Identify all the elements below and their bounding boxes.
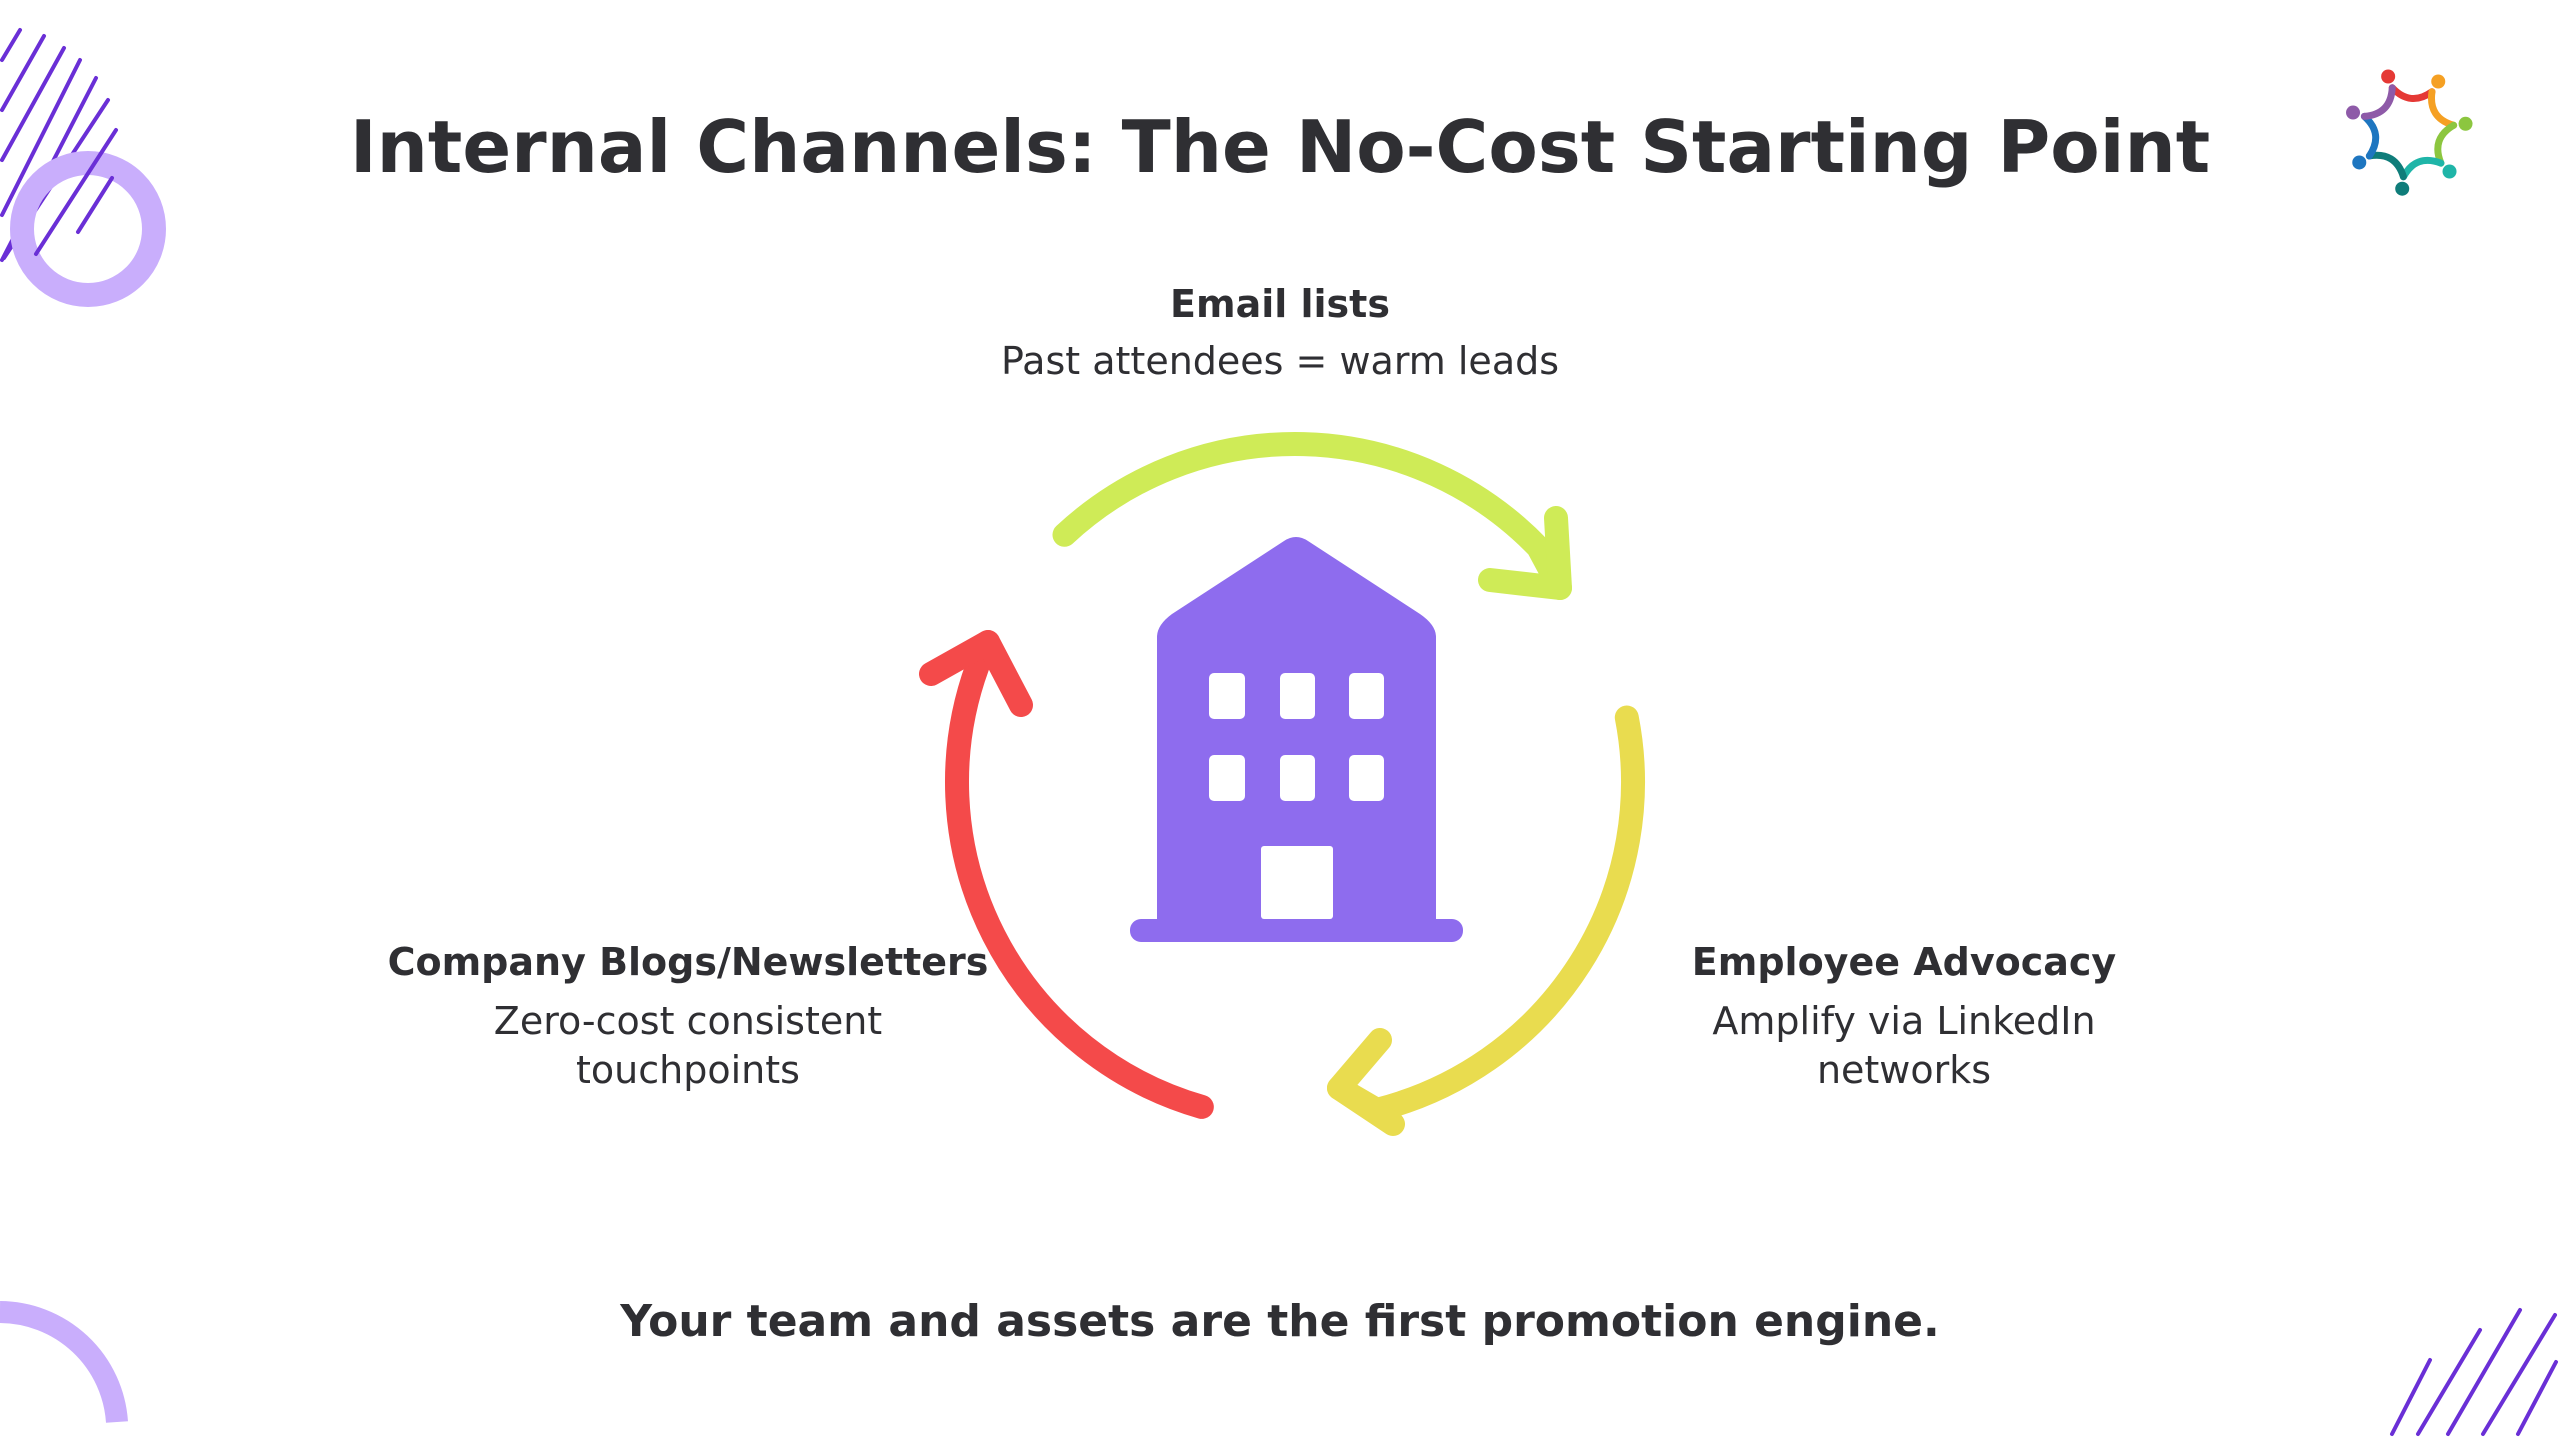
building-icon — [1130, 537, 1463, 942]
decor-stripes-bottom-right — [2390, 1308, 2558, 1436]
node-description-line-1: Zero-cost consistent — [493, 999, 883, 1043]
node-description-line-2: networks — [1816, 1048, 1992, 1092]
arrow-email-to-advocacy — [1052, 432, 1572, 600]
arrowhead-icon — [919, 630, 1033, 717]
arrow-blogs-to-email — [919, 630, 1214, 1119]
node-description-line-1: Amplify via LinkedIn — [1712, 999, 2096, 1043]
decor-stripe — [2416, 1328, 2482, 1436]
arrowhead-icon — [1327, 1028, 1405, 1136]
node-heading: Employee Advocacy — [1691, 940, 2117, 984]
decor-stripe — [2446, 1308, 2522, 1436]
cycle-node-email-lists: Email lists Past attendees = warm leads — [780, 280, 1780, 386]
decor-stripe — [0, 46, 66, 162]
decor-stripe — [2390, 1358, 2432, 1436]
decor-stripe — [0, 28, 22, 62]
footer-tagline: Your team and assets are the first promo… — [620, 1296, 1940, 1347]
decor-stripe — [34, 128, 118, 256]
decor-stripe — [0, 58, 82, 217]
cycle-node-company-blogs: Company Blogs/Newsletters Zero-cost cons… — [288, 938, 1088, 1095]
arrowhead-icon — [1478, 506, 1572, 600]
cycle-node-employee-advocacy: Employee Advocacy Amplify via LinkedIn n… — [1504, 938, 2304, 1095]
node-heading: Email lists — [1170, 282, 1390, 326]
page-title: Internal Channels: The No-Cost Starting … — [349, 105, 2211, 189]
decor-stripe — [2516, 1360, 2558, 1436]
arrow-advocacy-to-blogs — [1327, 705, 1645, 1136]
node-heading: Company Blogs/Newsletters — [387, 940, 989, 984]
decor-stripe — [2481, 1313, 2557, 1436]
logo-person — [2346, 84, 2396, 120]
decor-stripe — [0, 34, 46, 112]
decor-ring-bottom-left — [0, 1301, 128, 1423]
people-circle-logo — [2346, 69, 2473, 196]
decor-ring-top-left — [10, 151, 166, 307]
decor-stripe — [76, 176, 114, 234]
decor-stripes-top-left-over — [34, 128, 118, 256]
node-description: Past attendees = warm leads — [1000, 339, 1560, 383]
node-description-line-2: touchpoints — [576, 1048, 800, 1092]
